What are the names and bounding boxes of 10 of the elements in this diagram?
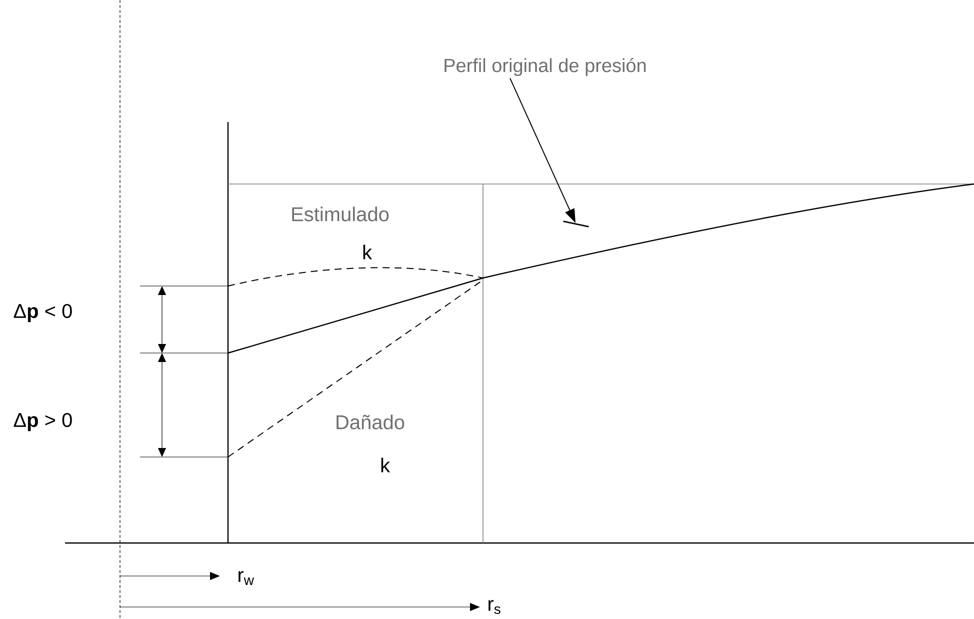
pressure-drop-label: Δp < 0 [14,304,72,322]
symbol-label: k [381,458,390,472]
region-label: Estimulado [292,206,389,222]
radius-label: r$_{w}$ [238,571,254,585]
region-label: Dañado [336,414,404,430]
radius-label: r$_{s}$ [488,600,500,614]
symbol-label: k [363,244,372,260]
pressure-drop-label: Δp > 0 [14,412,72,432]
curve-segment [563,220,589,228]
callout-text: Perfil original de presión [444,58,646,76]
